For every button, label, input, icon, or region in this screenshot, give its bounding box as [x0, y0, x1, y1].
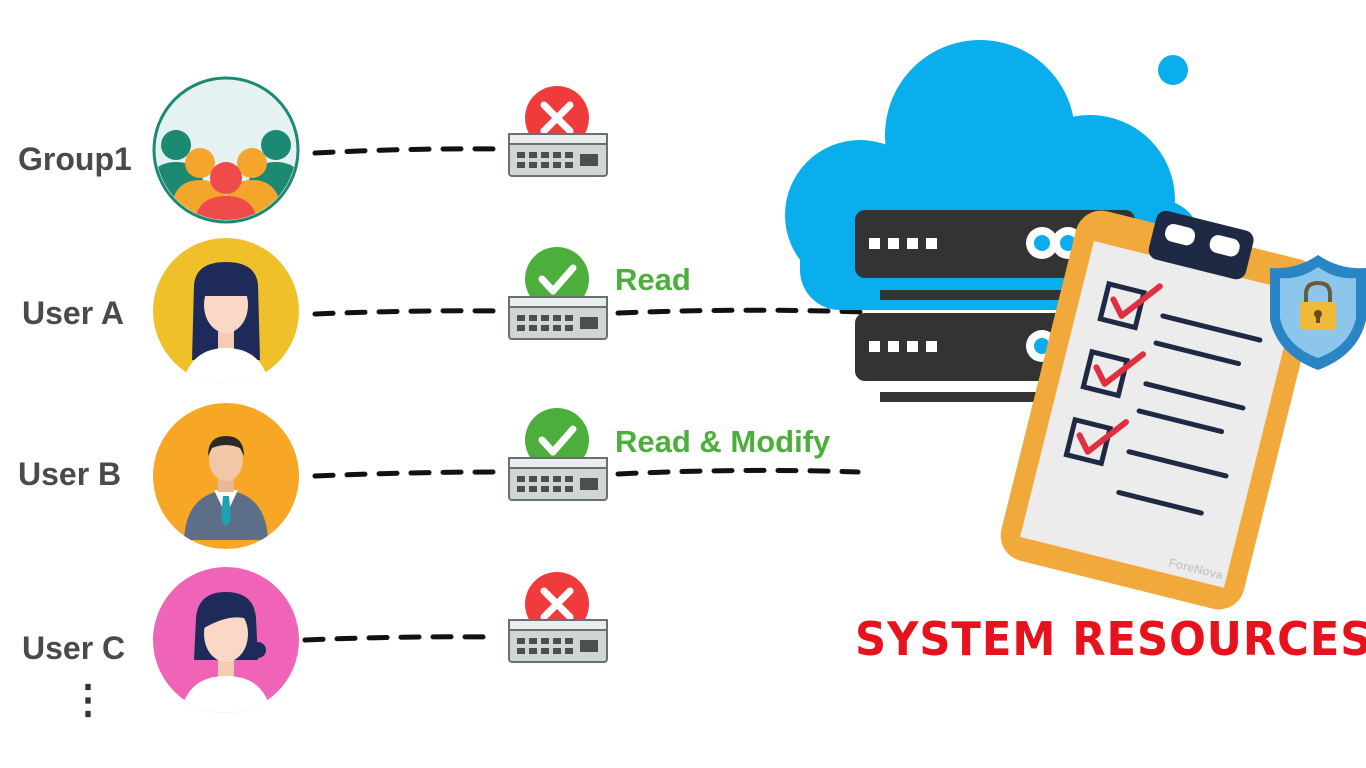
- more-indicator: ⋮: [68, 678, 108, 722]
- switch-granted-user-a: [508, 247, 608, 340]
- subject-label-group1: Group1: [18, 141, 132, 177]
- subject-label-user-c: User C: [22, 630, 126, 666]
- subject-label-user-b: User B: [18, 456, 122, 492]
- switch-denied-user-c: [508, 572, 608, 663]
- permission-label-user-b: Read & Modify: [615, 424, 831, 459]
- permission-label-user-a: Read: [615, 262, 691, 297]
- switch-granted-user-b: [508, 408, 608, 501]
- system-resources-title: SYSTEM RESOURCES: [855, 612, 1366, 666]
- connector-lines: [302, 146, 865, 643]
- user-c-avatar-icon: [153, 567, 299, 713]
- shield-lock-icon: [1270, 255, 1366, 370]
- user-b-avatar-icon: [153, 403, 299, 549]
- subject-label-user-a: User A: [22, 295, 124, 331]
- switch-denied-group1: [508, 86, 608, 177]
- group-avatar-icon: [152, 76, 300, 224]
- clipboard-icon: [1000, 210, 1320, 610]
- user-a-avatar-icon: [153, 238, 299, 384]
